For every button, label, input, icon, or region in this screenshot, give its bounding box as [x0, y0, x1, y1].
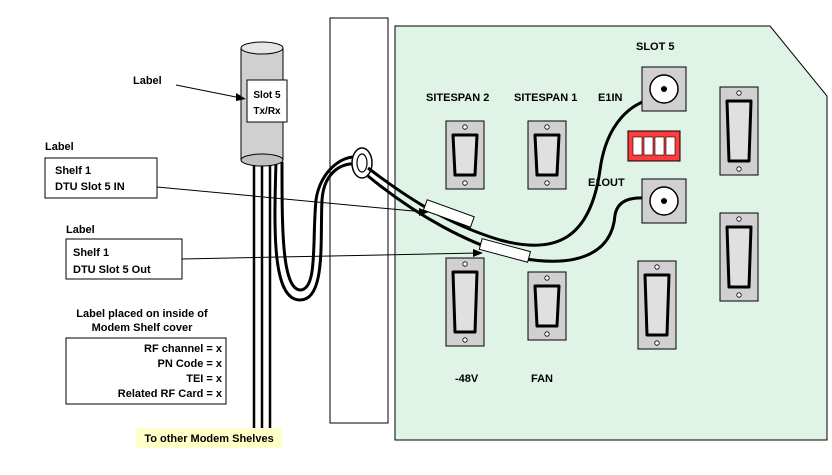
- cover-title-line2: Modem Shelf cover: [92, 322, 194, 334]
- in-label-line1: Shelf 1: [55, 165, 91, 177]
- right-bottom-connector: [720, 213, 758, 301]
- cover-row-related-rf: Related RF Card = x: [118, 388, 223, 400]
- minus48v-label: -48V: [455, 373, 479, 385]
- bottom-note: To other Modem Shelves: [144, 433, 273, 445]
- shelf-cover: [330, 18, 388, 423]
- cable-grommet: [352, 148, 372, 178]
- sitespan1-connector: [528, 121, 566, 189]
- connector-label-line1: Slot 5: [253, 90, 281, 101]
- out-label-line2: DTU Slot 5 Out: [73, 264, 151, 276]
- sitespan1-label: SITESPAN 1: [514, 92, 577, 104]
- e1in-label: E1IN: [598, 92, 623, 104]
- sitespan2-connector: [446, 121, 484, 189]
- sitespan2-label: SITESPAN 2: [426, 92, 489, 104]
- minus48v-connector: [446, 258, 484, 346]
- label-mid: Label: [45, 141, 74, 153]
- right-top-connector: [720, 87, 758, 175]
- label-top: Label: [133, 75, 162, 87]
- dip-switch: [628, 131, 680, 161]
- lower-mid-connector: [638, 261, 676, 349]
- fan-connector: [528, 272, 566, 340]
- e1out-connector: [642, 179, 686, 223]
- e1in-connector: [642, 67, 686, 111]
- e1out-label: E1OUT: [588, 177, 625, 189]
- cover-row-pn-code: PN Code = x: [158, 358, 223, 370]
- out-label-line1: Shelf 1: [73, 247, 109, 259]
- connector-label-line2: Tx/Rx: [253, 106, 281, 117]
- label-low: Label: [66, 224, 95, 236]
- tx-rx-connector: Slot 5 Tx/Rx: [241, 42, 287, 166]
- in-label-line2: DTU Slot 5 IN: [55, 181, 125, 193]
- cover-row-tei: TEI = x: [186, 373, 223, 385]
- slot5-label: SLOT 5: [636, 41, 675, 53]
- fan-label: FAN: [531, 373, 553, 385]
- cover-title-line1: Label placed on inside of: [76, 308, 208, 320]
- cover-row-rf-channel: RF channel = x: [144, 343, 223, 355]
